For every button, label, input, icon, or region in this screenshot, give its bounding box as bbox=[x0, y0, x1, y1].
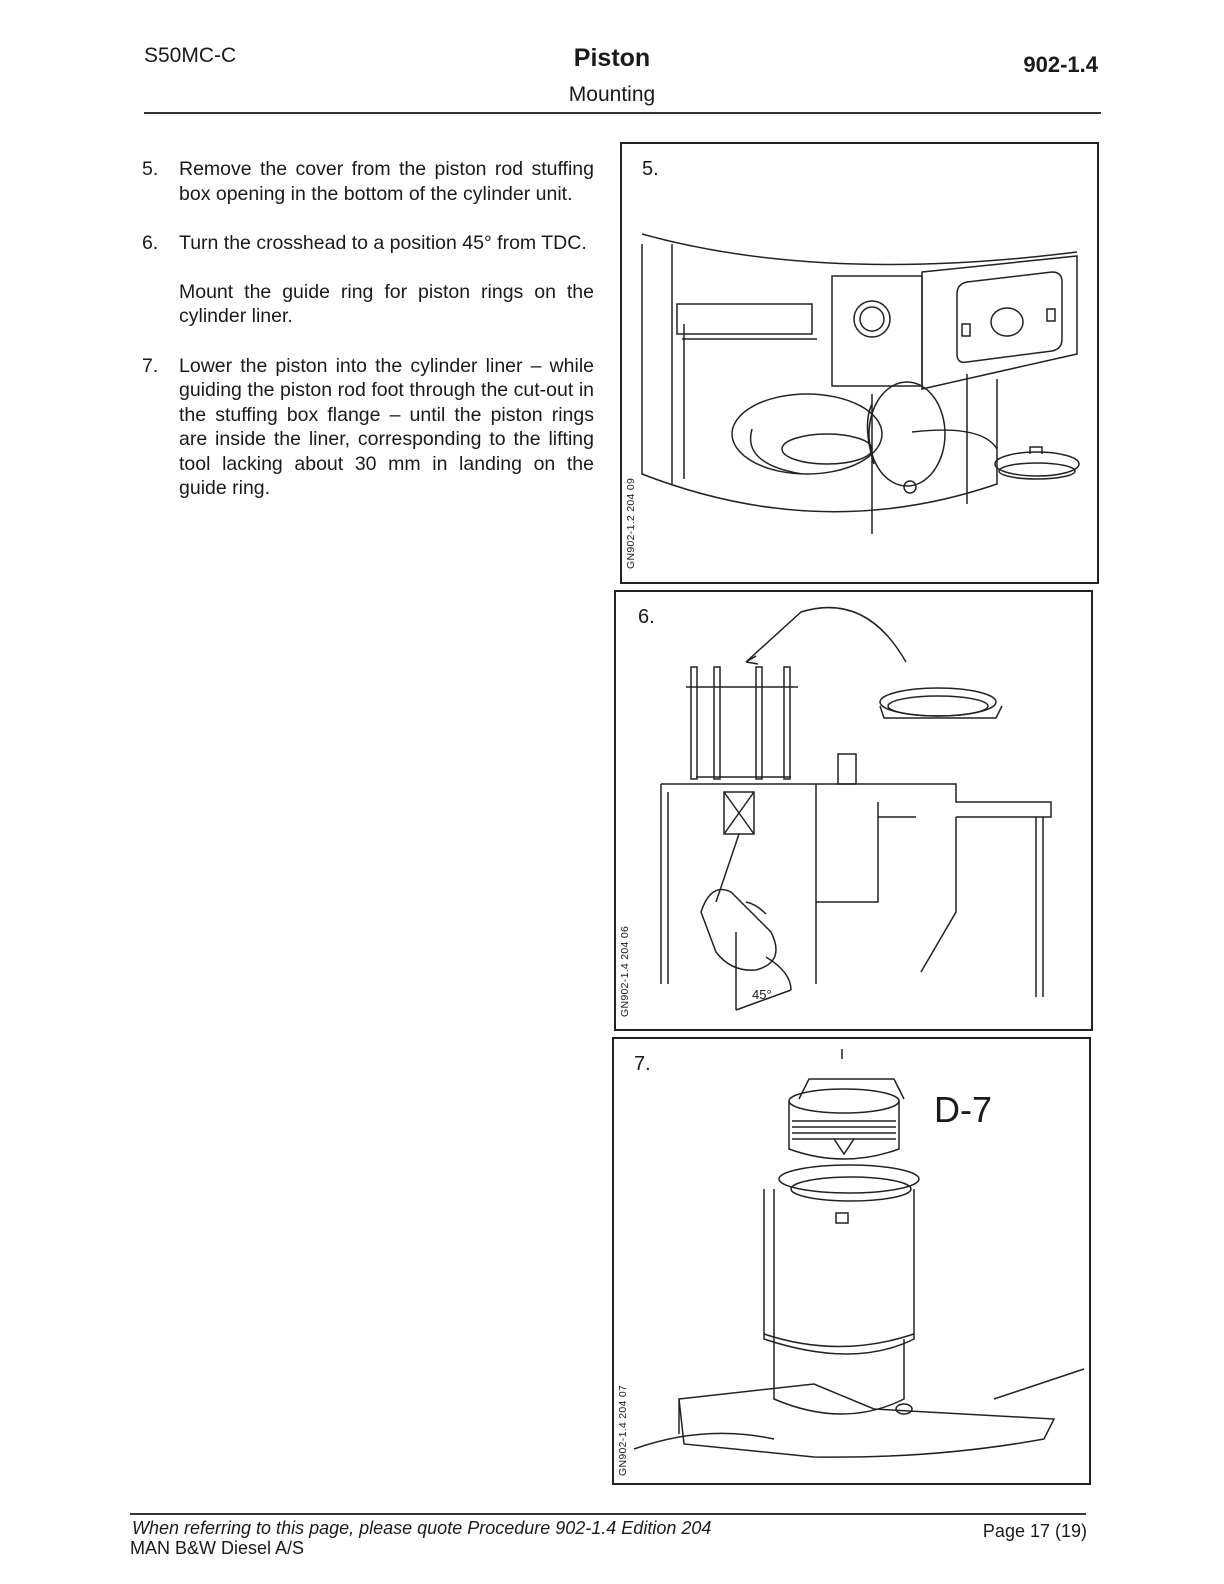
figure-label: 7. bbox=[634, 1053, 651, 1075]
figure-label: 5. bbox=[642, 158, 659, 180]
drawing-tag: D-7 bbox=[934, 1089, 993, 1130]
footer-reference: When referring to this page, please quot… bbox=[132, 1518, 712, 1538]
header-model: S50MC-C bbox=[144, 44, 237, 67]
angle-label: 45° bbox=[752, 987, 772, 1002]
stuffing-box-cover-illustration bbox=[641, 233, 1080, 534]
procedure-number: 902-1.4 bbox=[1023, 52, 1098, 77]
step-text: Mount the guide ring for piston rings on… bbox=[179, 280, 594, 328]
figure-6: 6. 45° GN902-1.4 204 06 bbox=[614, 590, 1093, 1031]
step-number: 5. bbox=[142, 158, 159, 180]
step-text: Lower the piston into the cylinder liner… bbox=[179, 354, 594, 500]
step-number: 7. bbox=[142, 354, 159, 377]
step-text: Remove the cover from the piston rod stu… bbox=[179, 158, 594, 205]
page-title: Piston bbox=[573, 44, 651, 72]
step-list: 5. Remove the cover from the piston rod … bbox=[142, 157, 594, 526]
page-number: Page 17 (19) bbox=[982, 1521, 1087, 1541]
step-7: 7. Lower the piston into the cylinder li… bbox=[142, 354, 594, 501]
figure-5: 5. GN902-1.2 204 09 bbox=[620, 142, 1099, 584]
figure-code: GN902-1.2 204 09 bbox=[625, 477, 637, 569]
header-rule bbox=[144, 112, 1101, 114]
figure-code: GN902-1.4 204 07 bbox=[617, 1384, 629, 1476]
step-5: 5. Remove the cover from the piston rod … bbox=[142, 157, 594, 206]
step-text: Turn the crosshead to a position 45° fro… bbox=[179, 232, 587, 254]
step-6: 6. Turn the crosshead to a position 45° … bbox=[142, 231, 594, 329]
crosshead-guide-ring-illustration bbox=[660, 606, 1052, 1011]
step-number: 6. bbox=[142, 232, 159, 254]
figure-label: 6. bbox=[638, 606, 655, 628]
footer-rule bbox=[130, 1513, 1086, 1515]
piston-lowering-illustration bbox=[633, 1049, 1085, 1458]
company-name: MAN B&W Diesel A/S bbox=[130, 1538, 305, 1558]
figure-code: GN902-1.4 204 06 bbox=[619, 925, 631, 1017]
figure-7: 7. D-7 GN902-1.4 204 07 bbox=[612, 1037, 1091, 1485]
page-subtitle: Mounting bbox=[568, 83, 656, 106]
